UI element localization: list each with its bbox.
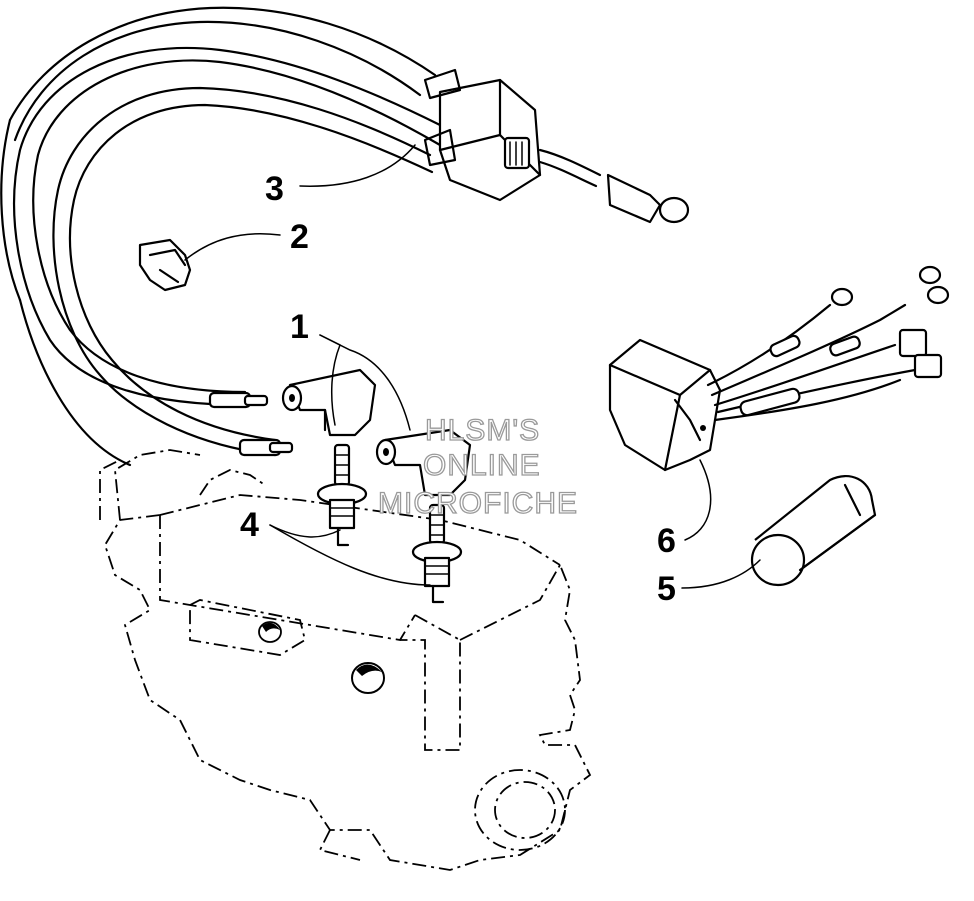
capacitor [750, 475, 877, 587]
spark-plug-caps [281, 368, 472, 497]
watermark: HLSM'S ONLINE MICROFICHE [377, 413, 578, 520]
callouts: 1 2 3 4 5 6 [240, 170, 676, 608]
watermark-line-2: ONLINE [423, 449, 541, 482]
watermark-line-3: MICROFICHE [378, 487, 578, 520]
callout-1: 1 [290, 308, 309, 346]
callout-4: 4 [240, 506, 259, 544]
callout-3: 3 [265, 170, 284, 208]
spark-plug-wires [0, 6, 442, 467]
cdi-module [608, 265, 950, 472]
engine-block-outline [99, 449, 592, 871]
callout-6: 6 [657, 522, 676, 560]
callout-2: 2 [290, 218, 309, 256]
watermark-line-1: HLSM'S [425, 414, 540, 447]
leader-lines [184, 144, 761, 589]
ignition-coil [423, 68, 690, 224]
callout-5: 5 [657, 570, 676, 608]
spark-plugs [316, 443, 463, 604]
wire-clip [138, 238, 192, 292]
